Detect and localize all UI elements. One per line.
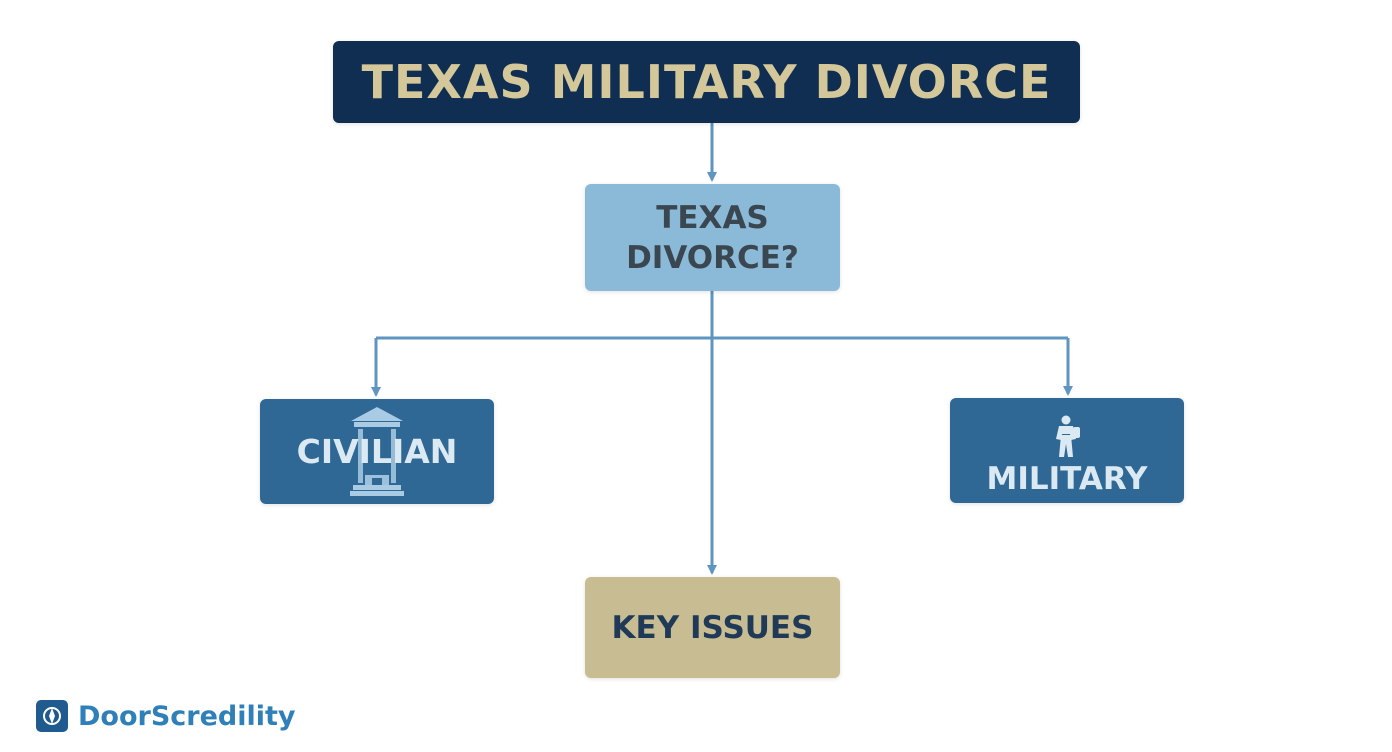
- question-line-1: TEXAS: [656, 199, 769, 236]
- courthouse-icon: [350, 407, 404, 496]
- soldier-icon: [1056, 415, 1080, 457]
- civilian-node: CIVILIAN: [260, 399, 494, 504]
- title-node: TEXAS MILITARY DIVORCE: [333, 41, 1080, 123]
- key-issues-node: KEY ISSUES: [585, 577, 840, 678]
- military-node: MILITARY: [950, 398, 1184, 503]
- title-text: TEXAS MILITARY DIVORCE: [361, 55, 1052, 109]
- question-node: TEXAS DIVORCE?: [585, 184, 840, 291]
- military-label: MILITARY: [986, 460, 1148, 497]
- question-line-2: DIVORCE?: [626, 239, 799, 276]
- key-issues-label: KEY ISSUES: [611, 609, 814, 646]
- brand-name: DoorScredility: [78, 700, 296, 732]
- compass-icon: [36, 700, 68, 732]
- brand-watermark: DoorScredility: [36, 700, 296, 732]
- civilian-label: CIVILIAN: [296, 432, 458, 471]
